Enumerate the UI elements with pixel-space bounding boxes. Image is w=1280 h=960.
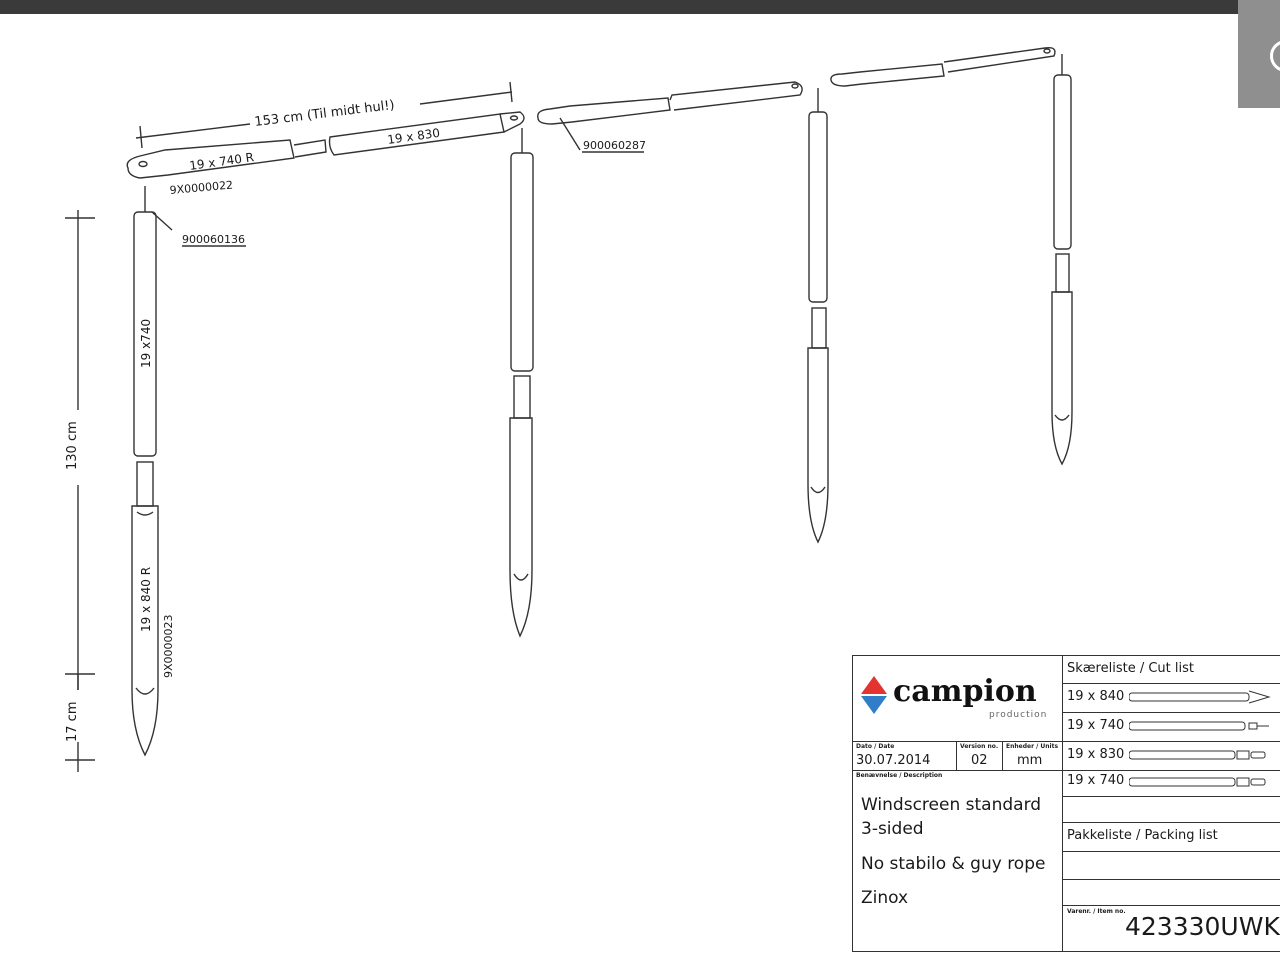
- description-line-1: Windscreen standard: [861, 795, 1042, 815]
- rod-tip-icon: [1129, 690, 1271, 704]
- units-value: mm: [1017, 753, 1043, 768]
- description-line-3: No stabilo & guy rope: [861, 854, 1046, 874]
- version-value: 02: [971, 753, 988, 768]
- packing-list-row: [1063, 880, 1280, 906]
- label-19x740r: 19 x 740 R: [188, 150, 254, 173]
- title-block-right: Skæreliste / Cut list 19 x 840 19 x 740 …: [1063, 656, 1280, 951]
- code-9x0000023: 9X0000023: [162, 614, 175, 678]
- dimension-17-label: 17 cm: [65, 702, 80, 743]
- leader-900060287: [559, 117, 581, 151]
- date-cell: Dato / Date 30.07.2014: [853, 742, 957, 770]
- logo-wordmark: campion: [893, 674, 1037, 709]
- description-line-2: 3-sided: [861, 819, 924, 839]
- dimension-130-label: 130 cm: [65, 421, 80, 470]
- description-line-4: Zinox: [861, 888, 909, 908]
- item-caption: Varenr. / Item no.: [1067, 908, 1126, 915]
- item-number: 423330UWK: [1125, 912, 1280, 941]
- pole-2: [509, 128, 534, 638]
- cut-list-row: 19 x 840: [1063, 684, 1280, 713]
- rod-connector-icon: [1129, 750, 1266, 760]
- code-900060287: 900060287: [583, 139, 646, 152]
- description-caption: Benævnelse / Description: [856, 772, 943, 779]
- packing-list-row: [1063, 852, 1280, 880]
- date-caption: Dato / Date: [856, 743, 895, 750]
- title-block-left: campion production Dato / Date 30.07.201…: [853, 656, 1063, 951]
- cut-list-title: Skæreliste / Cut list: [1067, 661, 1194, 676]
- cut-list-row: 19 x 740: [1063, 771, 1280, 797]
- meta-row: Dato / Date 30.07.2014 Version no. 02 En…: [853, 741, 1062, 771]
- cut-list-item-4: 19 x 740: [1067, 773, 1125, 788]
- top-bar-2: [537, 81, 803, 125]
- dimension-vertical: [65, 210, 95, 772]
- date-value: 30.07.2014: [856, 753, 931, 768]
- cut-list-item-3: 19 x 830: [1067, 747, 1125, 762]
- cut-list-row: 19 x 830: [1063, 742, 1280, 771]
- pole-4: [1051, 54, 1073, 466]
- cut-list-item-1: 19 x 840: [1067, 689, 1125, 704]
- leader-900060136: [151, 211, 173, 231]
- cut-list-item-2: 19 x 740: [1067, 718, 1125, 733]
- campion-logo: campion production: [861, 674, 1061, 724]
- dimension-153: [135, 81, 513, 149]
- cut-list-row: 19 x 740: [1063, 713, 1280, 742]
- units-caption: Enheder / Units: [1006, 743, 1059, 750]
- pole-1: [131, 186, 159, 757]
- version-cell: Version no. 02: [957, 742, 1003, 770]
- logo-blue-triangle: [861, 696, 887, 714]
- label-19x840r: 19 x 840 R: [139, 567, 153, 632]
- top-bar-3: [830, 46, 1056, 87]
- cut-list-header: Skæreliste / Cut list: [1063, 656, 1280, 684]
- viewer-corner-button[interactable]: [1238, 0, 1280, 108]
- code-900060136: 900060136: [182, 233, 245, 246]
- item-number-row: Varenr. / Item no. 423330UWK: [1063, 906, 1280, 953]
- window-top-bar: [0, 0, 1280, 14]
- rod-pin-icon: [1129, 721, 1269, 731]
- dimension-153-label: 153 cm (Til midt hul!): [254, 98, 396, 130]
- logo-subtitle: production: [989, 710, 1048, 720]
- units-cell: Enheder / Units mm: [1003, 742, 1061, 770]
- title-block: campion production Dato / Date 30.07.201…: [852, 655, 1280, 952]
- code-9x0000022: 9X0000022: [169, 179, 233, 197]
- blank-row: [1063, 797, 1280, 823]
- packing-list-title: Pakkeliste / Packing list: [1067, 828, 1218, 843]
- pole-3: [807, 88, 829, 544]
- top-bar-1: [126, 111, 525, 179]
- packing-list-header: Pakkeliste / Packing list: [1063, 823, 1280, 852]
- version-caption: Version no.: [960, 743, 999, 750]
- rod-connector-icon: [1129, 777, 1266, 787]
- logo-red-triangle: [861, 676, 887, 694]
- label-19x740: 19 x740: [139, 319, 153, 368]
